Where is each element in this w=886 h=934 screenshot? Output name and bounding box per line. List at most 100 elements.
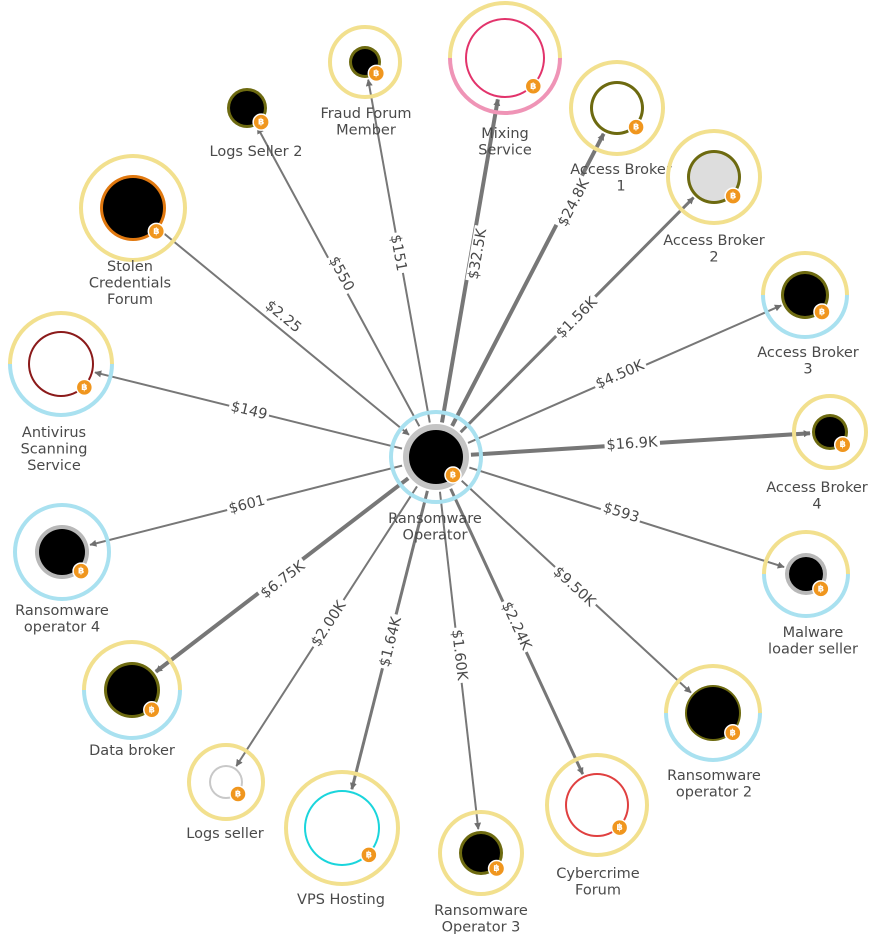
ransomware-operator-3-outer-ring	[438, 810, 524, 896]
bitcoin-icon: ฿	[147, 222, 166, 241]
bitcoin-icon: ฿	[487, 859, 506, 878]
svg-text:฿: ฿	[840, 440, 846, 450]
ransomware-operator-2-outer-ring-bottom	[664, 712, 762, 762]
mixing-service-outer-ring-top	[448, 1, 562, 59]
mixing-service-outer-ring-bottom	[448, 57, 562, 115]
logs-seller-label: Logs seller	[186, 826, 264, 842]
svg-text:฿: ฿	[258, 118, 264, 128]
ransomware-operator-outer-ring	[389, 410, 483, 504]
node-logs-seller[interactable]: ฿Logs seller	[186, 743, 265, 842]
cybercrime-forum-outer-ring	[545, 753, 649, 857]
edge-label-malware-loader-seller: $593	[599, 499, 643, 527]
edge-label-bg	[465, 225, 491, 283]
svg-text:฿: ฿	[81, 383, 87, 393]
data-broker-core	[107, 665, 157, 715]
edge-label-bg	[227, 398, 271, 424]
ransomware-operator-4-core	[39, 529, 85, 575]
access-broker-1-outer-ring	[569, 60, 665, 156]
node-vps-hosting[interactable]: ฿VPS Hosting	[284, 770, 400, 908]
edge-label-vps-hosting: $1.64K	[376, 612, 406, 671]
svg-text:฿: ฿	[616, 823, 622, 833]
edge-label-bg	[551, 292, 603, 344]
edge-amount: $601	[227, 493, 267, 518]
edge-stolen-credentials-forum[interactable]	[159, 229, 410, 436]
edge-label-access-broker-1: $24.8K	[554, 174, 594, 232]
edge-amount: $1.56K	[553, 294, 601, 342]
edge-amount: $151	[387, 233, 409, 272]
logs-seller-2-label: Logs Seller 2	[210, 144, 303, 160]
edge-label-bg	[604, 434, 661, 454]
bitcoin-icon: ฿	[252, 113, 270, 131]
edge-label-bg	[324, 252, 358, 296]
node-logs-seller-2[interactable]: ฿ Logs Seller 2	[210, 88, 303, 160]
edge-label-logs-seller-2: $550	[324, 252, 358, 296]
mixing-service-core	[467, 20, 543, 96]
node-data-broker[interactable]: ฿Data broker	[82, 640, 182, 759]
ransomware-operator-2-core	[687, 687, 739, 739]
edge-label-ransomware-operator-4: $601	[225, 492, 269, 518]
edge-label-bg	[497, 597, 536, 655]
edge-label-access-broker-3: $4.50K	[591, 356, 649, 394]
access-broker-2-core	[690, 153, 738, 201]
edge-label-access-broker-4: $16.9K	[604, 434, 661, 454]
edge-amount: $4.50K	[593, 357, 647, 392]
edge-amount: $593	[601, 500, 641, 526]
svg-text:฿: ฿	[730, 728, 736, 738]
svg-text:฿: ฿	[633, 123, 639, 133]
bitcoin-icon: ฿	[75, 378, 94, 397]
vps-hosting-label: VPS Hosting	[297, 892, 385, 908]
svg-text:฿: ฿	[450, 471, 456, 481]
edge-label-bg	[256, 556, 311, 604]
edge-amount: $550	[325, 254, 357, 294]
edge-label-bg	[554, 174, 594, 232]
bitcoin-icon: ฿	[610, 818, 629, 837]
malware-loader-seller-core	[789, 557, 823, 591]
data-broker-outer-ring-top	[82, 640, 182, 691]
svg-text:฿: ฿	[819, 307, 825, 317]
access-broker-3-outer-ring-top	[761, 251, 849, 296]
edge-amount: $24.8K	[555, 176, 593, 229]
edge-label-bg	[225, 492, 269, 518]
data-broker-outer-ring-bottom	[82, 689, 182, 740]
antivirus-scanning-service-core	[30, 333, 92, 395]
edge-label-fraud-forum-member: $151	[386, 231, 410, 275]
edge-amount: $9.50K	[550, 564, 599, 611]
bitcoin-icon: ฿	[833, 435, 852, 454]
edge-label-bg	[447, 626, 471, 684]
edge-amount: $149	[229, 399, 269, 423]
access-broker-3-core	[784, 274, 826, 316]
svg-text:฿: ฿	[818, 584, 824, 594]
svg-text:฿: ฿	[493, 864, 499, 874]
stolen-credentials-forum-outer-ring	[79, 154, 187, 262]
ransomware-operator-4-outer-ring	[13, 503, 111, 601]
edge-label-bg	[307, 596, 351, 652]
antivirus-scanning-service-outer-ring-bottom	[8, 363, 114, 417]
edge-label-bg	[376, 612, 406, 671]
antivirus-scanning-service-outer-ring-top	[8, 311, 114, 365]
edge-amount: $2.00K	[308, 598, 349, 650]
fraud-forum-member-outer-ring	[328, 25, 402, 99]
edge-label-cybercrime-forum: $2.24K	[497, 597, 536, 655]
